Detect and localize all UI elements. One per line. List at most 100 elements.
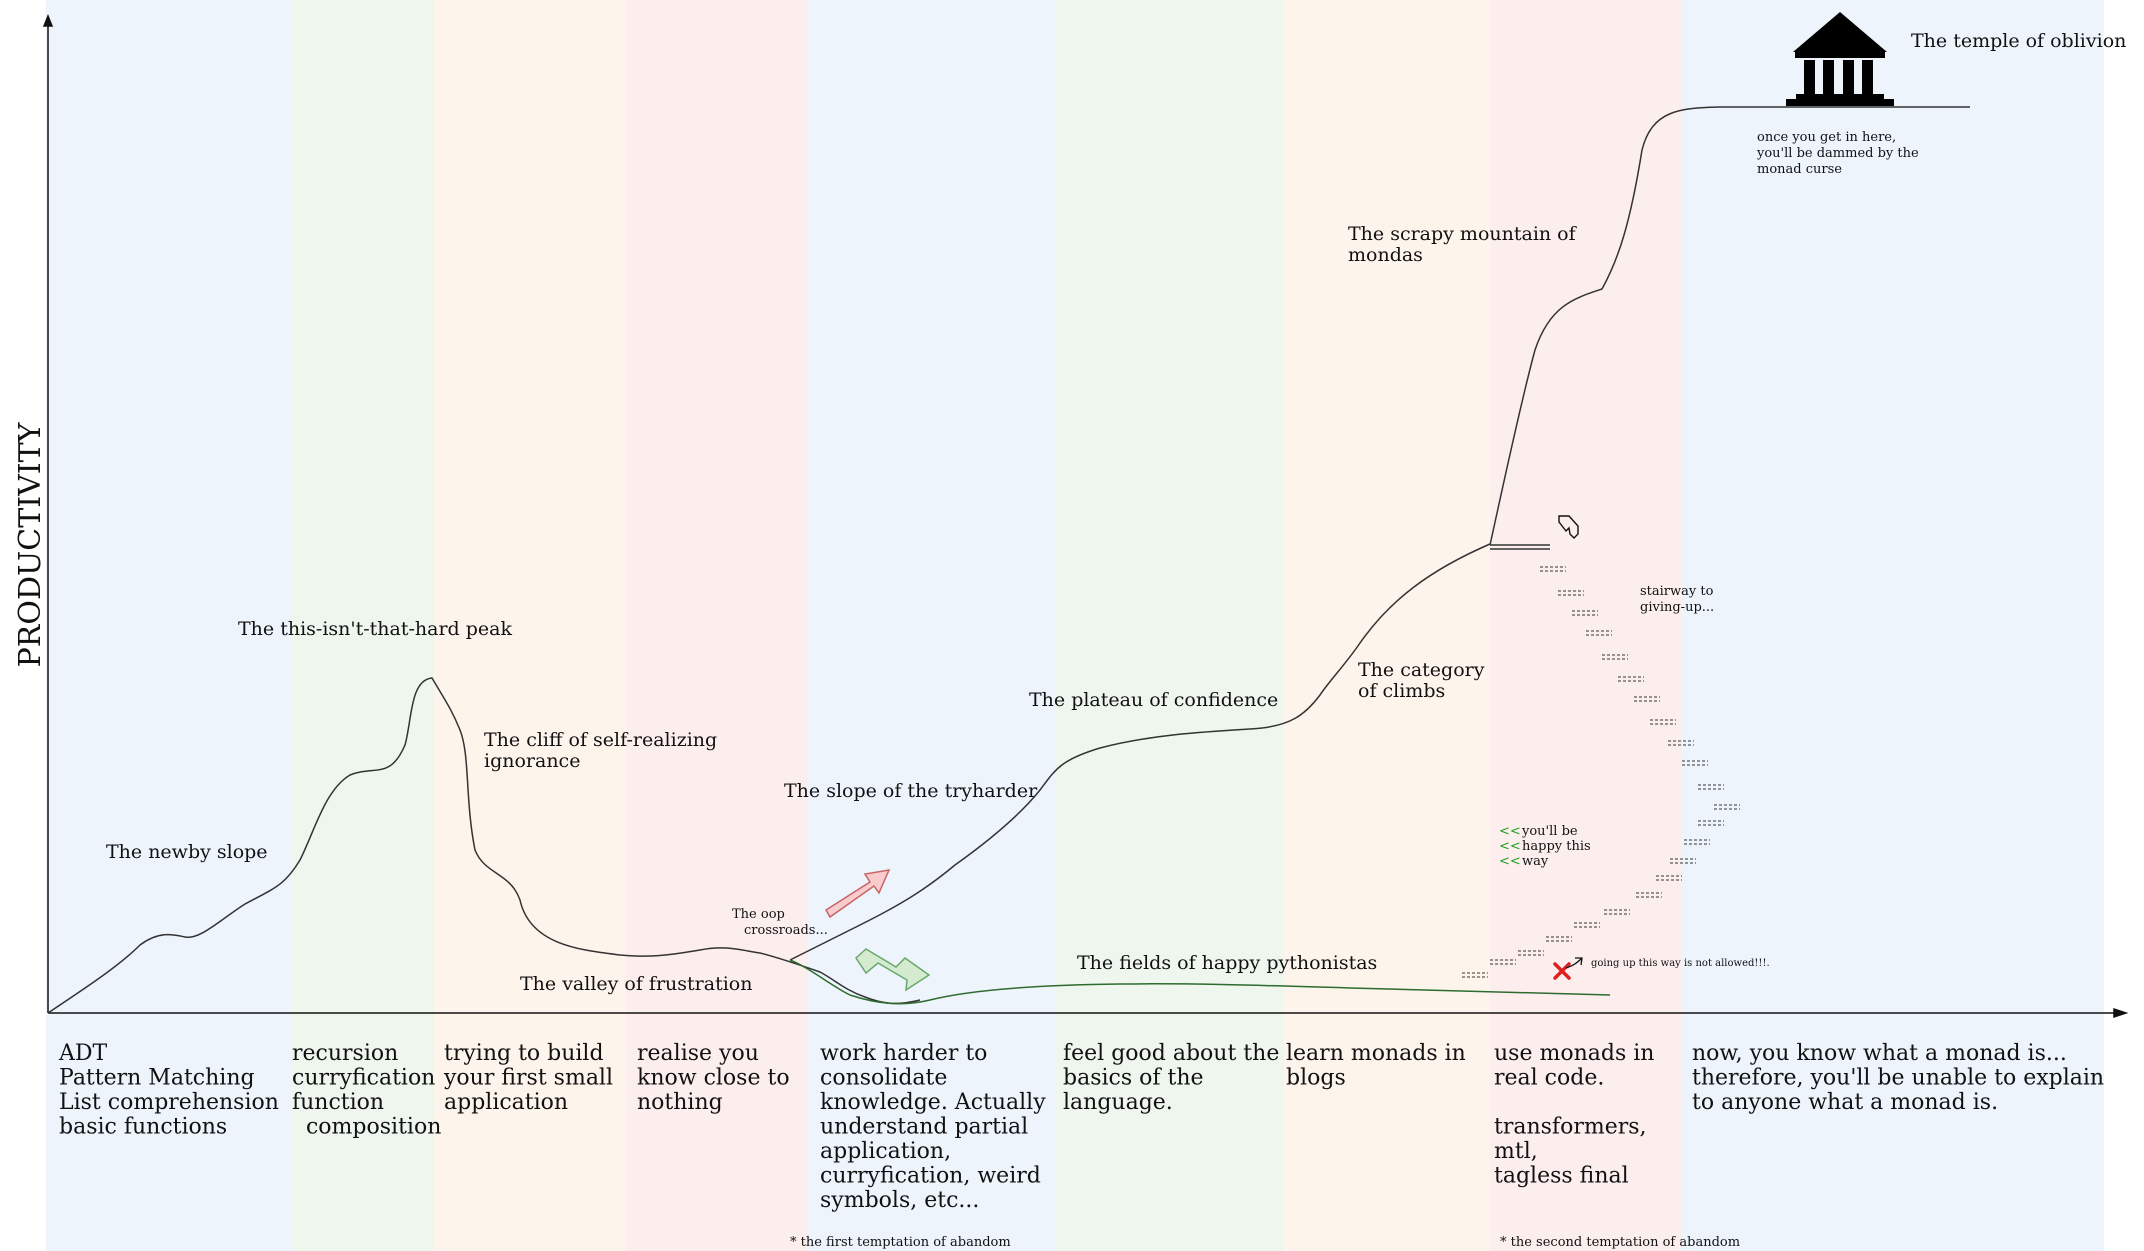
phase-band: [434, 0, 626, 1251]
phase-description-line: your first small: [443, 1066, 613, 1091]
phase-description-line: Pattern Matching: [59, 1066, 255, 1091]
phase-description-line: therefore, you'll be unable to explain: [1692, 1066, 2104, 1091]
happy-marker: <<: [1499, 824, 1521, 839]
phase-description-line: basic functions: [59, 1115, 227, 1140]
phase-description-line: consolidate: [820, 1066, 947, 1091]
temple-icon: [1786, 12, 1894, 106]
phase-band: [46, 0, 292, 1251]
valley-label: The valley of frustration: [520, 973, 752, 995]
stairway-label: stairway to: [1640, 584, 1714, 599]
temple-note-line3: monad curse: [1757, 162, 1842, 177]
phase-description-line: realise you: [637, 1041, 759, 1066]
temple-note: once you get in here,: [1757, 130, 1896, 145]
phase-band: [808, 0, 1056, 1251]
phase-band: [1056, 0, 1284, 1251]
phase-bands: [46, 0, 2104, 1251]
happy-label: you'll be: [1521, 824, 1578, 839]
stair-step: [1462, 972, 1488, 978]
happy-marker: <<: [1499, 854, 1521, 869]
stair-step: [1518, 950, 1544, 956]
stair-step: [1618, 676, 1644, 682]
stair-step: [1558, 590, 1584, 596]
stair-step: [1546, 936, 1572, 942]
phase-description-line: blogs: [1286, 1066, 1346, 1091]
phase-description-line: tagless final: [1494, 1164, 1629, 1189]
phase-description-line: know close to: [637, 1066, 790, 1091]
stair-step: [1714, 804, 1740, 810]
phase-description-line: List comprehension: [59, 1090, 279, 1115]
mountain-label: The scrapy mountain of: [1348, 223, 1578, 245]
phase-band: [1284, 0, 1490, 1251]
stair-step: [1634, 696, 1660, 702]
phase-description-line: use monads in: [1494, 1041, 1654, 1066]
plateau-label: The plateau of confidence: [1029, 689, 1278, 711]
category-label: The category: [1358, 659, 1485, 681]
pythonistas-label: The fields of happy pythonistas: [1077, 952, 1377, 974]
phase-description-line: knowledge. Actually: [820, 1090, 1046, 1115]
second-temptation-footnote: * the second temptation of abandom: [1500, 1235, 1740, 1250]
stairway-label-line2: giving-up...: [1640, 600, 1714, 615]
happy-marker: <<: [1499, 839, 1521, 854]
phase-description-line: learn monads in: [1286, 1041, 1466, 1066]
phase-description-line: work harder to: [820, 1041, 987, 1066]
phase-description-line: composition: [292, 1115, 441, 1140]
cliff-label-line2: ignorance: [484, 750, 580, 772]
happy-label-line2: happy this: [1522, 839, 1591, 854]
stair-step: [1682, 760, 1708, 766]
stair-step: [1604, 909, 1630, 915]
happy-label-line3: way: [1522, 854, 1549, 869]
phase-description-line: transformers,: [1494, 1115, 1647, 1140]
scrapy-mountain: [1489, 106, 1970, 546]
mountain-label-line2: mondas: [1348, 244, 1423, 266]
pythonistas-curve: [789, 959, 1611, 1005]
phase-description-line: application,: [820, 1139, 951, 1164]
stair-step: [1574, 922, 1600, 928]
stair-step: [1698, 820, 1724, 826]
phase-description-line: now, you know what a monad is...: [1692, 1041, 2067, 1066]
phase-band: [292, 0, 434, 1251]
main-learning-curve: [47, 677, 921, 1014]
oop-crossroads-label-line2: crossroads...: [744, 923, 828, 938]
tryharder-label: The slope of the tryharder: [784, 780, 1038, 802]
x-axis-arrowhead: [2113, 1007, 2129, 1019]
phase-description-line: function: [292, 1090, 384, 1115]
phase-description-line: language.: [1063, 1090, 1173, 1115]
phase-description-line: symbols, etc...: [820, 1188, 979, 1213]
stair-step: [1586, 630, 1612, 636]
cliff-label: The cliff of self-realizing: [484, 729, 717, 751]
python-arrow-icon: [855, 948, 931, 992]
pointing-hand-icon: [1558, 515, 1579, 539]
stair-step: [1540, 566, 1566, 572]
stair-step: [1650, 719, 1676, 725]
stair-step: [1668, 740, 1694, 746]
phase-description-line: curryfication, weird: [820, 1164, 1041, 1189]
up-right-arrow-icon: [1565, 957, 1583, 969]
phase-band: [1490, 0, 1682, 1251]
stair-step: [1490, 959, 1516, 965]
temple-label: The temple of oblivion: [1911, 30, 2126, 52]
phase-description-line: recursion: [292, 1041, 398, 1066]
not-allowed-label: going up this way is not allowed!!!.: [1591, 958, 1770, 969]
tryharder-arrow-icon: [824, 869, 891, 919]
phase-description-line: curryfication: [292, 1066, 435, 1091]
stair-step: [1602, 654, 1628, 660]
phase-description-line: mtl,: [1494, 1139, 1538, 1164]
phase-band: [1682, 0, 2104, 1251]
peak-label: The this-isn't-that-hard peak: [238, 618, 512, 640]
y-axis-label: PRODUCTIVITY: [13, 421, 48, 667]
stair-step: [1656, 875, 1682, 881]
phase-band: [626, 0, 808, 1251]
temple-note-line2: you'll be dammed by the: [1756, 146, 1919, 161]
first-temptation-footnote: * the first temptation of abandom: [790, 1235, 1011, 1250]
stair-step: [1636, 892, 1662, 898]
stairway-steps: [1462, 566, 1740, 978]
phase-description-line: real code.: [1494, 1066, 1604, 1091]
tryharder-slope: [789, 543, 1491, 961]
stair-step: [1698, 784, 1724, 790]
phase-description-line: understand partial: [820, 1115, 1028, 1140]
phase-description-line: basics of the: [1063, 1066, 1204, 1091]
stair-step: [1670, 858, 1696, 864]
phase-description-line: trying to build: [444, 1041, 604, 1066]
oop-crossroads-label: The oop: [732, 907, 785, 922]
